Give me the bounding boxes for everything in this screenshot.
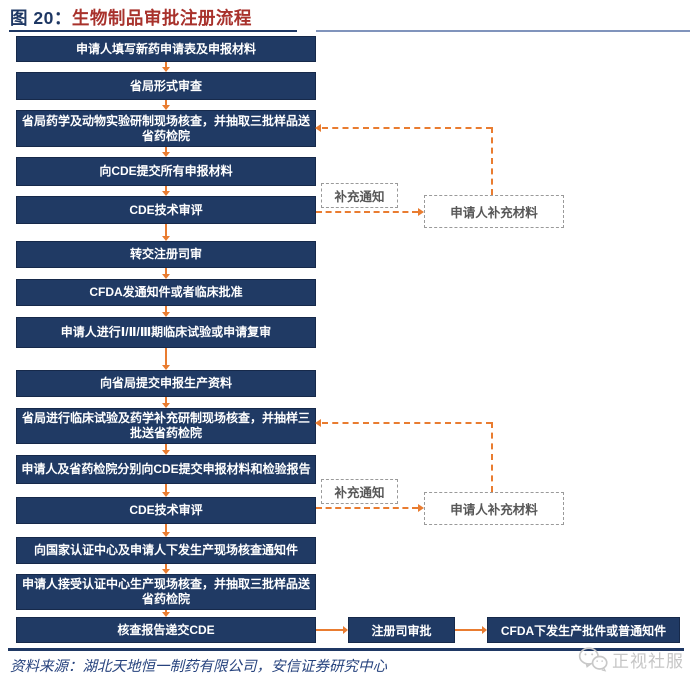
figure-number: 图 20： [10,8,72,28]
footer-rule [8,648,684,651]
flow-step-4: 向CDE提交所有申报材料 [16,157,316,186]
flow-step-2: 省局形式审查 [16,72,316,100]
arrow-right-icon [418,208,424,216]
title-underline [9,30,297,32]
note-supplement-notice-1: 补充通知 [321,183,398,208]
wechat-icon [578,647,608,672]
source-note: 资料来源：湖北天地恒一制药有限公司，安信证券研究中心 [10,659,387,675]
arrow-left-icon [315,419,321,427]
arrow-down-icon [162,564,170,574]
arrow-left-icon [315,124,321,132]
header-rule [316,30,690,32]
arrow-down-icon [162,348,170,370]
flow-step-8: 申请人进行Ⅰ/Ⅱ/Ⅲ期临床试验或申请复审 [16,317,316,348]
note-applicant-supplement-1: 申请人补充材料 [424,195,564,228]
flow-step-3: 省局药学及动物实验研制现场核查，并抽取三批样品送省药检院 [16,110,316,147]
flow-step-5: CDE技术审评 [16,196,316,224]
flow-step-10: 省局进行临床试验及药学补充研制现场核查，并抽样三批送省药检院 [16,408,316,444]
note-supplement-notice-2: 补充通知 [321,479,398,504]
flow-step-12: CDE技术审评 [16,497,316,524]
flow-step-13: 向国家认证中心及申请人下发生产现场核查通知件 [16,537,316,564]
dashed-connector [491,127,493,195]
arrow-down-icon [162,306,170,317]
arrow-down-icon [162,444,170,455]
note-applicant-supplement-2: 申请人补充材料 [424,492,564,525]
flow-step-1: 申请人填写新药申请表及申报材料 [16,36,316,62]
flow-end-step-1: 注册司审批 [348,617,455,643]
dashed-connector [316,507,418,509]
figure-title-text: 生物制品审批注册流程 [71,8,252,28]
arrow-down-icon [162,224,170,241]
arrow-down-icon [162,186,170,196]
flow-step-7: CFDA发通知件或者临床批准 [16,279,316,306]
dashed-connector [322,127,492,129]
arrow-down-icon [162,524,170,537]
dashed-connector [491,422,493,492]
flow-step-11: 申请人及省药检院分别向CDE提交申报材料和检验报告 [16,455,316,484]
flow-step-9: 向省局提交申报生产资料 [16,370,316,397]
arrow-right-icon [455,626,487,634]
arrow-down-icon [162,147,170,157]
dashed-connector [316,211,418,213]
flow-step-6: 转交注册司审 [16,241,316,268]
flow-step-14: 申请人接受认证中心生产现场核查，并抽取三批样品送省药检院 [16,574,316,610]
arrow-right-icon [316,626,348,634]
arrow-down-icon [162,397,170,408]
flow-step-15: 核查报告递交CDE [16,617,316,643]
flow-end-step-2: CFDA下发生产批件或普通知件 [487,617,680,643]
arrow-right-icon [418,504,424,512]
arrow-down-icon [162,610,170,617]
watermark-text: 正视社服 [612,651,684,671]
arrow-down-icon [162,484,170,497]
dashed-connector [322,422,492,424]
figure-title: 图 20：生物制品审批注册流程 [10,5,252,30]
arrow-down-icon [162,100,170,110]
arrow-down-icon [162,62,170,72]
arrow-down-icon [162,268,170,279]
watermark: 正视社服 [578,646,684,672]
